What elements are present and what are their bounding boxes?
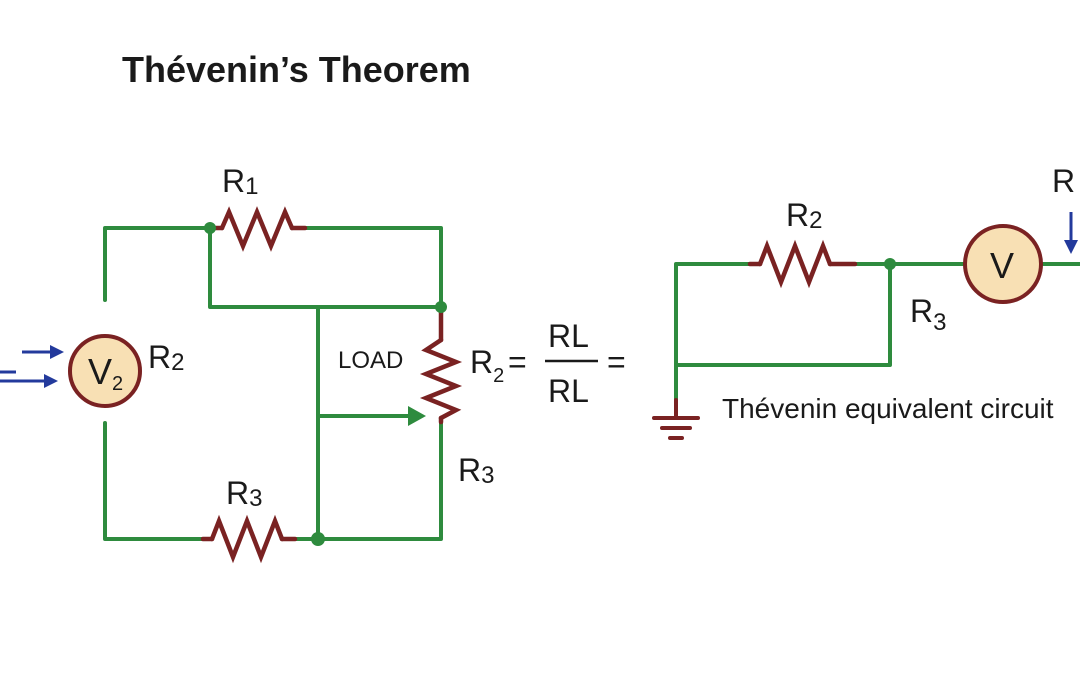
- node-bottom-middle: [311, 532, 325, 546]
- node-r1-left: [204, 222, 216, 234]
- wire-bottom-right: [293, 418, 443, 541]
- resistor-r2-icon: [747, 239, 858, 289]
- label-r3-right: R3: [458, 452, 494, 489]
- equation-equals-1: =: [508, 344, 527, 380]
- node-right-junction: [884, 258, 896, 270]
- wire-left-top: [103, 226, 212, 302]
- right-circuit: V R2 R3 R Thévenin equivalent circuit: [652, 163, 1080, 440]
- label-r3-bottom: R3: [226, 475, 262, 512]
- wiper-arrowhead: [408, 406, 426, 426]
- caption-thevenin-equivalent: Thévenin equivalent circuit: [722, 393, 1054, 424]
- wire-right-loop-left: [674, 262, 752, 408]
- resistor-r1-icon: [207, 206, 308, 252]
- meter-label: V: [990, 245, 1014, 286]
- label-r2-left: R2: [148, 339, 184, 376]
- page-title: Thévenin’s Theorem: [122, 49, 471, 90]
- left-circuit: V2 R1 R2 R3 R3 LOAD: [0, 163, 494, 564]
- resistor-r3-icon: [200, 514, 298, 564]
- wire-left-bottom: [103, 421, 205, 541]
- equation-denominator: RL: [548, 373, 589, 409]
- ground-icon: [652, 398, 700, 440]
- node-load-top: [435, 301, 447, 313]
- label-r1: R1: [222, 163, 258, 200]
- equation-numerator: RL: [548, 318, 589, 354]
- wire-right-loop-bottom: [674, 262, 892, 367]
- wire-inner-loop: [208, 226, 443, 309]
- label-r2-right: R2: [786, 197, 822, 234]
- voltmeter-v2-icon: V2: [68, 334, 142, 408]
- equation-equals-2: =: [607, 344, 626, 380]
- equation: R2 = RL RL =: [470, 318, 626, 409]
- label-r3-right-circuit: R3: [910, 293, 946, 336]
- voltmeter-icon: V: [963, 224, 1043, 304]
- wire-top-right: [303, 226, 443, 309]
- label-r-partial: R: [1052, 163, 1075, 199]
- source-label: V2: [88, 351, 123, 395]
- equation-lhs: R2: [470, 344, 504, 387]
- arrow-icon: [1064, 212, 1078, 254]
- label-load: LOAD: [338, 347, 403, 374]
- input-arrows: [0, 345, 64, 388]
- load-resistor-icon: [419, 304, 463, 425]
